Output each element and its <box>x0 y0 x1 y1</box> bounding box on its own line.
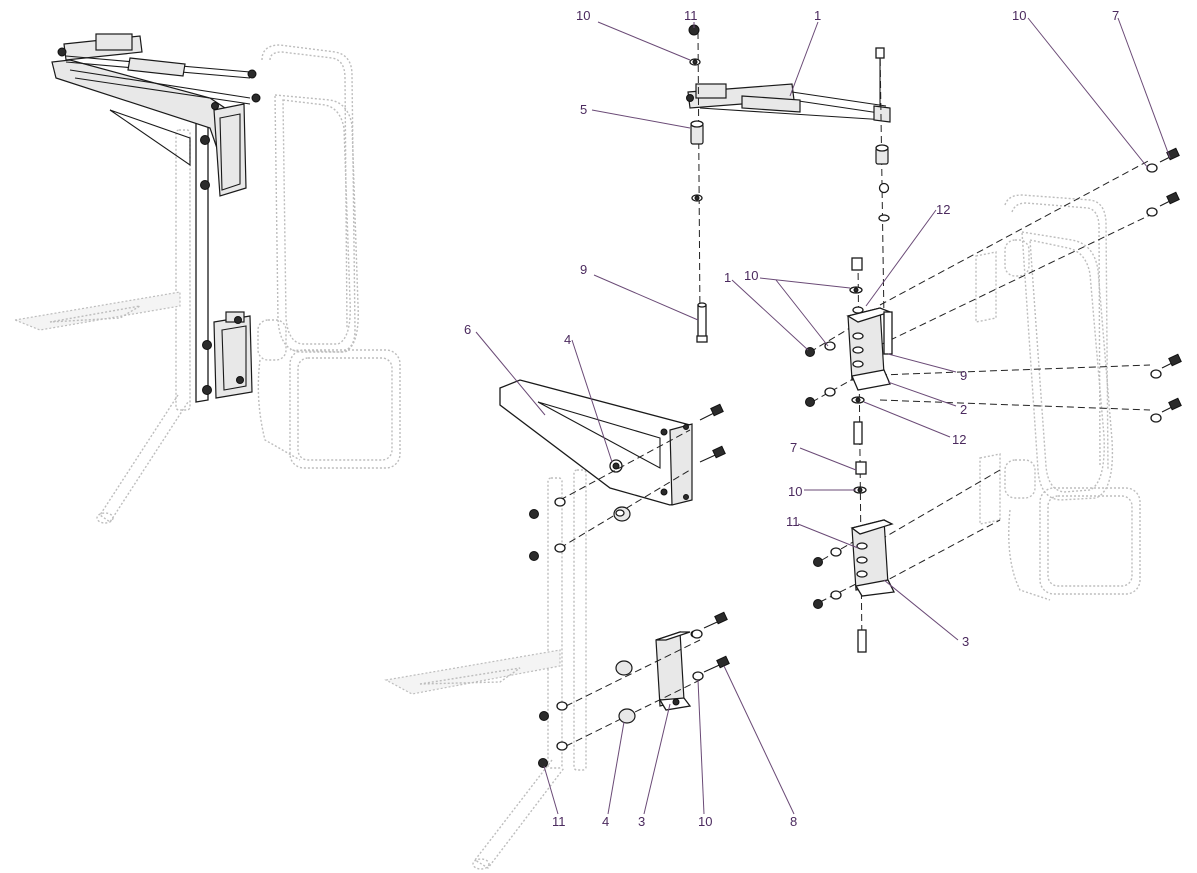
callout-10-right: 10 <box>1012 8 1026 23</box>
callout-5: 5 <box>580 102 587 117</box>
callout-4-upper: 4 <box>564 332 571 347</box>
vertical-post <box>195 107 209 403</box>
upper-hinge-bracket-part-2 <box>805 257 893 445</box>
center-exploded-view <box>384 24 891 870</box>
ghost-mounting-tube-center <box>384 469 587 870</box>
assembled-view <box>12 33 401 524</box>
callout-labels: 11 1 10 5 9 6 4 10 7 12 1 10 9 2 12 7 10… <box>464 8 1119 829</box>
callout-12-lower: 12 <box>952 432 966 447</box>
callout-4-bottom: 4 <box>602 814 609 829</box>
actuator-part-1 <box>686 83 891 123</box>
callout-10-top: 10 <box>576 8 590 23</box>
callout-8: 8 <box>790 814 797 829</box>
callout-9-right: 9 <box>960 368 967 383</box>
upper-arm-bracket <box>51 59 247 197</box>
ghost-mirror-left <box>257 44 401 469</box>
callout-11-top: 11 <box>684 8 698 23</box>
callout-12-upper: 12 <box>936 202 950 217</box>
callout-7-right: 7 <box>1112 8 1119 23</box>
lower-clamp-bracket-assembled <box>202 311 253 399</box>
callout-11-bottom: 11 <box>552 814 566 829</box>
callout-11-mid: 11 <box>786 514 800 529</box>
callout-2: 2 <box>960 402 967 417</box>
upper-bracket-bolts <box>200 102 219 190</box>
ghost-mounting-tube-left <box>12 129 191 524</box>
mirror-top-bolts <box>1146 147 1182 423</box>
callout-7-mid: 7 <box>790 440 797 455</box>
callout-10-bottom: 10 <box>698 814 712 829</box>
pin-stack-left <box>688 24 708 343</box>
callout-9-left: 9 <box>580 262 587 277</box>
lower-clamp-part-3 <box>538 611 730 768</box>
callout-10-lowmid: 10 <box>788 484 802 499</box>
mirror-arm-part-6 <box>499 379 693 506</box>
callout-3-right: 3 <box>962 634 969 649</box>
right-exploded-view <box>805 147 1182 653</box>
arm-bolts-upper <box>529 403 726 561</box>
callout-6: 6 <box>464 322 471 337</box>
lower-hinge-bracket-part-3 <box>813 461 895 653</box>
callout-leaders <box>475 17 1171 815</box>
callout-10-mid: 10 <box>744 268 758 283</box>
callout-1-mid: 1 <box>724 270 731 285</box>
actuator-strut-assembled <box>57 33 261 105</box>
ghost-mirror-right <box>975 194 1141 601</box>
pin-stack-right <box>875 47 890 321</box>
callout-3-bottom: 3 <box>638 814 645 829</box>
callout-1-top: 1 <box>814 8 821 23</box>
